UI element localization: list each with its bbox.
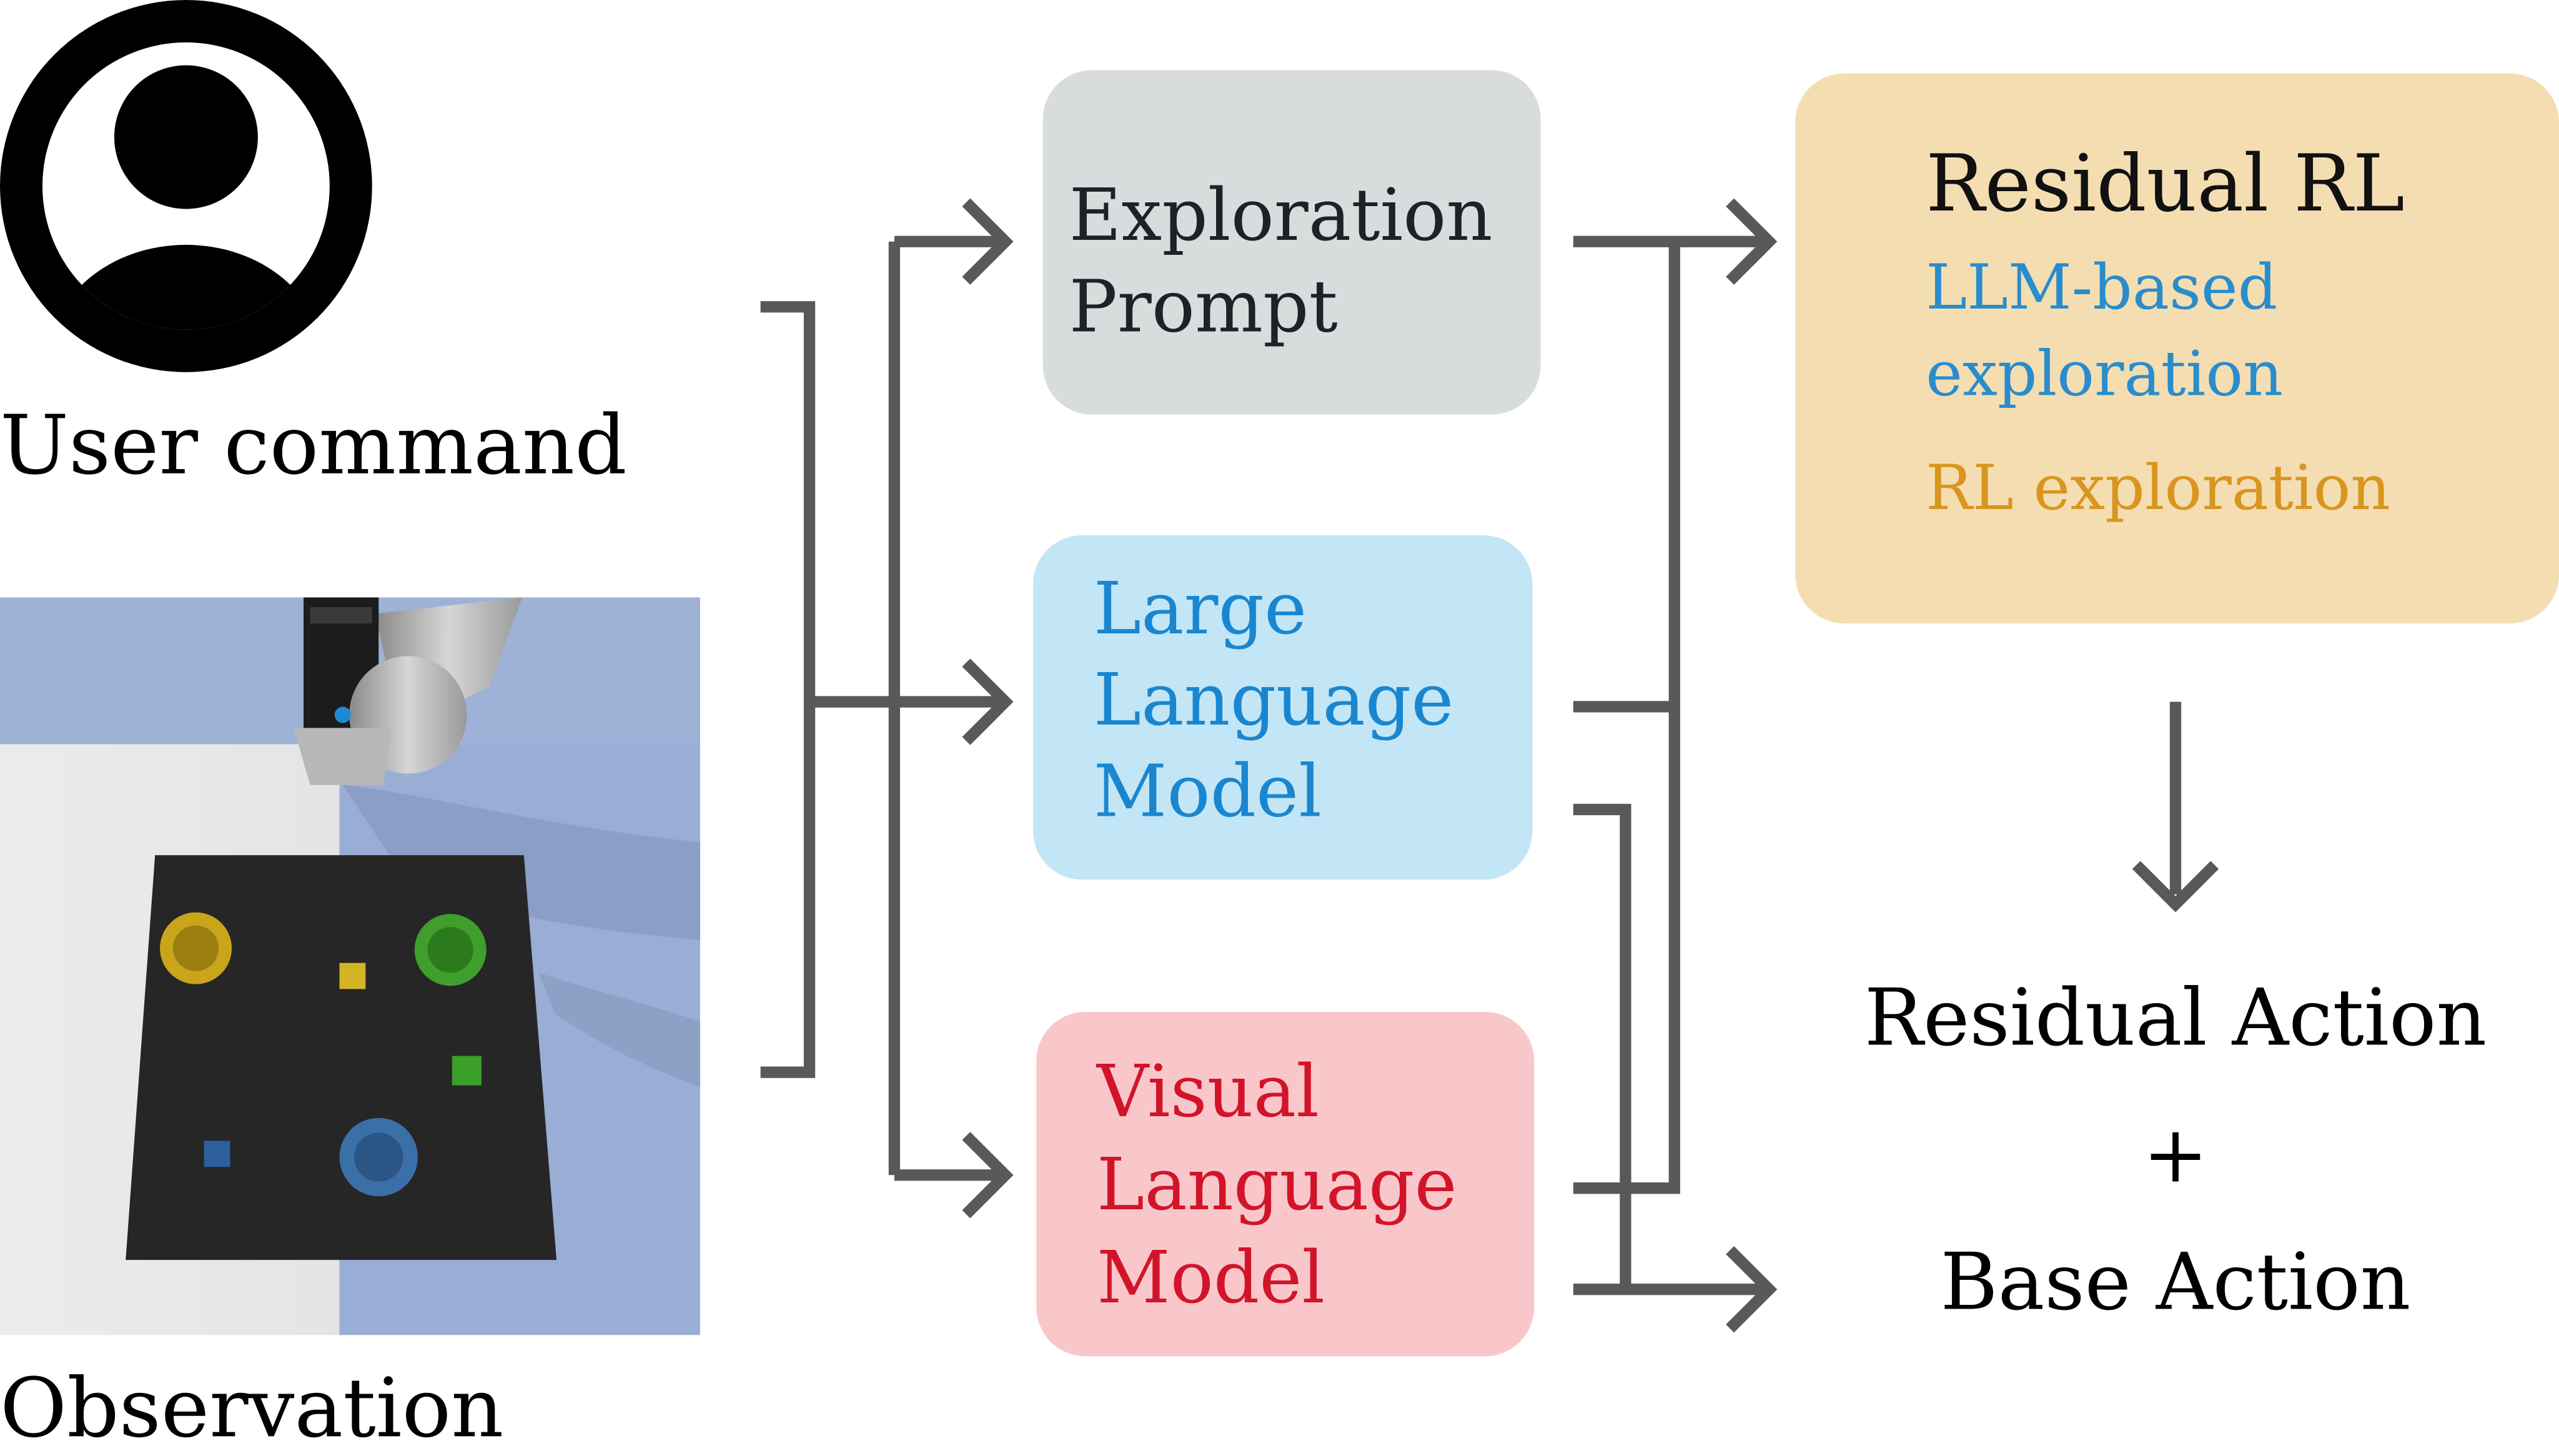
user-icon bbox=[0, 0, 372, 372]
llm-box: Large Language Model bbox=[1032, 535, 1533, 880]
llm-exploration-line1: LLM-based bbox=[1926, 251, 2278, 324]
exploration-prompt-box: Exploration Prompt bbox=[1042, 70, 1541, 415]
arrowhead-vlm bbox=[962, 1132, 1014, 1219]
rl-exploration-label: RL exploration bbox=[1926, 452, 2391, 524]
llm-line2: Language bbox=[1093, 659, 1454, 743]
base-action-label: Base Action bbox=[1940, 1237, 2411, 1329]
vlm-line1: Visual bbox=[1096, 1051, 1319, 1134]
observation-label: Observation bbox=[0, 1361, 504, 1456]
vlm-line3: Model bbox=[1096, 1237, 1325, 1320]
llm-line3: Model bbox=[1093, 750, 1322, 834]
arrowhead-action bbox=[2132, 861, 2219, 913]
llm-line1: Large bbox=[1093, 568, 1307, 651]
vlm-line2: Language bbox=[1096, 1144, 1457, 1227]
arrowhead-residual-rl bbox=[1726, 198, 1778, 285]
input-bracket bbox=[760, 301, 816, 1078]
arrowhead-exploration-prompt bbox=[962, 198, 1014, 285]
residual-rl-bus bbox=[1573, 241, 1680, 1194]
vlm-box: Visual Language Model bbox=[1036, 1011, 1535, 1357]
arrowhead-llm bbox=[962, 658, 1014, 745]
exploration-prompt-line1: Exploration bbox=[1069, 174, 1493, 258]
llm-exploration-line2: exploration bbox=[1926, 337, 2284, 410]
plus-sign: + bbox=[2142, 1109, 2209, 1202]
residual-rl-title: Residual RL bbox=[1926, 139, 2405, 230]
observation-image bbox=[0, 597, 700, 1335]
residual-rl-box: Residual RL LLM-based exploration RL exp… bbox=[1795, 73, 2559, 624]
user-command-label: User command bbox=[0, 398, 627, 493]
arrowhead-base-action bbox=[1726, 1246, 1778, 1333]
exploration-prompt-line2: Prompt bbox=[1069, 265, 1338, 350]
llm-to-base-action bbox=[1573, 803, 1631, 1290]
residual-action-label: Residual Action bbox=[1864, 973, 2487, 1064]
